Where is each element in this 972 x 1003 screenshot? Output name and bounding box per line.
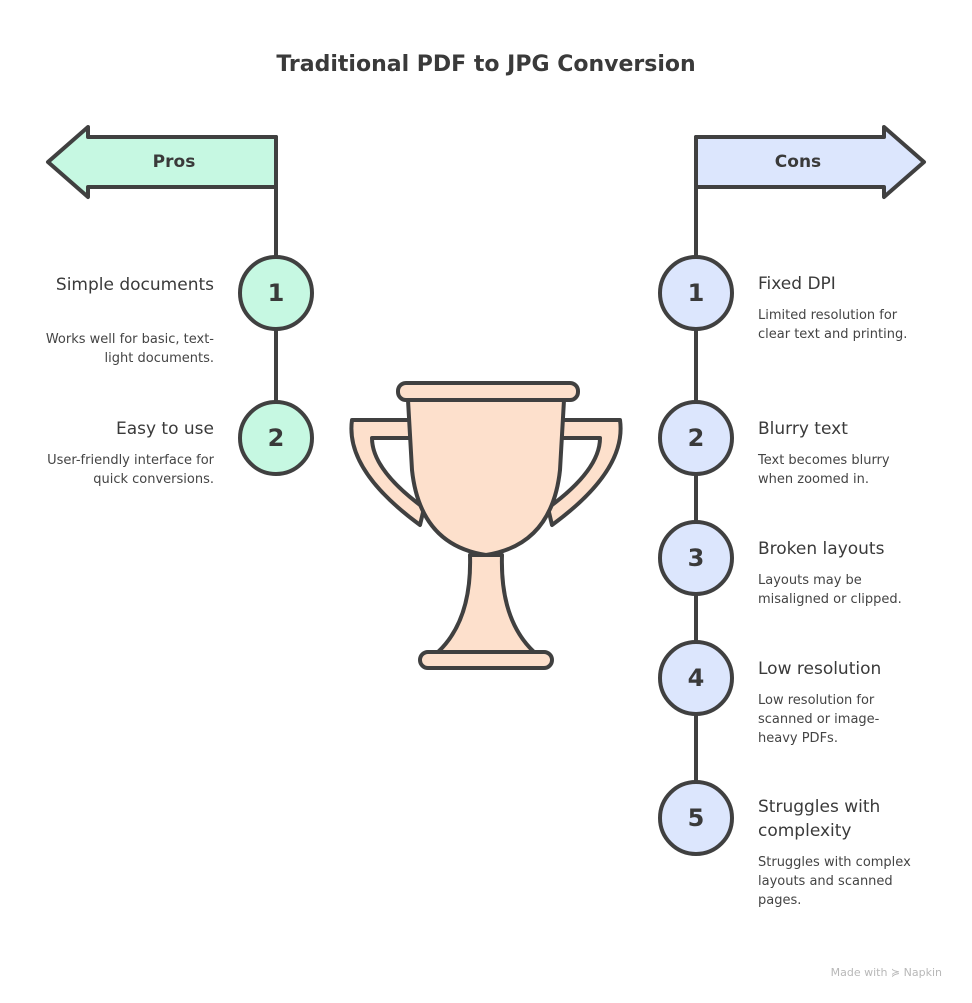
cons-label: Cons (774, 152, 822, 172)
cons-item-desc: Text becomes blurry when zoomed in. (758, 453, 890, 487)
cons-item-title: Struggles with complexity (758, 797, 881, 841)
pros-circle-2 (238, 400, 314, 476)
cons-item-desc: Limited resolution for clear text and pr… (758, 308, 908, 342)
pros-item-title: Easy to use (115, 419, 214, 439)
cons-item-desc: Layouts may be misaligned or clipped. (758, 573, 902, 607)
pros-label: Pros (152, 152, 196, 172)
cons-circle-4 (658, 640, 734, 716)
cons-circle-5 (658, 780, 734, 856)
trophy-icon (349, 381, 623, 670)
cons-number-4: 4 (687, 664, 705, 692)
cons-item-title: Fixed DPI (758, 274, 836, 294)
cons-number-5: 5 (687, 804, 705, 832)
cons-item-title: Blurry text (758, 419, 848, 439)
cons-item-desc: Low resolution for scanned or image-heav… (758, 693, 880, 746)
pros-item-title: Simple documents (55, 275, 214, 295)
cons-number-1: 1 (687, 279, 705, 307)
pros-arrow (46, 125, 278, 199)
pros-item-desc: Works well for basic, text-light documen… (45, 332, 214, 366)
napkin-credit[interactable]: Made with ≽ Napkin (830, 966, 942, 979)
cons-number-2: 2 (687, 424, 705, 452)
cons-circle-1 (658, 255, 734, 331)
pros-number-2: 2 (267, 424, 285, 452)
cons-item-title: Broken layouts (758, 539, 885, 559)
cons-number-3: 3 (687, 544, 705, 572)
page-title: Traditional PDF to JPG Conversion (276, 52, 696, 77)
cons-circle-2 (658, 400, 734, 476)
cons-item-title: Low resolution (758, 659, 882, 679)
cons-circle-3 (658, 520, 734, 596)
pros-circle-1 (238, 255, 314, 331)
pros-number-1: 1 (267, 279, 285, 307)
cons-item-desc: Struggles with complex layouts and scann… (758, 855, 911, 908)
pros-item-desc: User-friendly interface for quick conver… (47, 453, 214, 487)
cons-arrow (694, 125, 926, 199)
